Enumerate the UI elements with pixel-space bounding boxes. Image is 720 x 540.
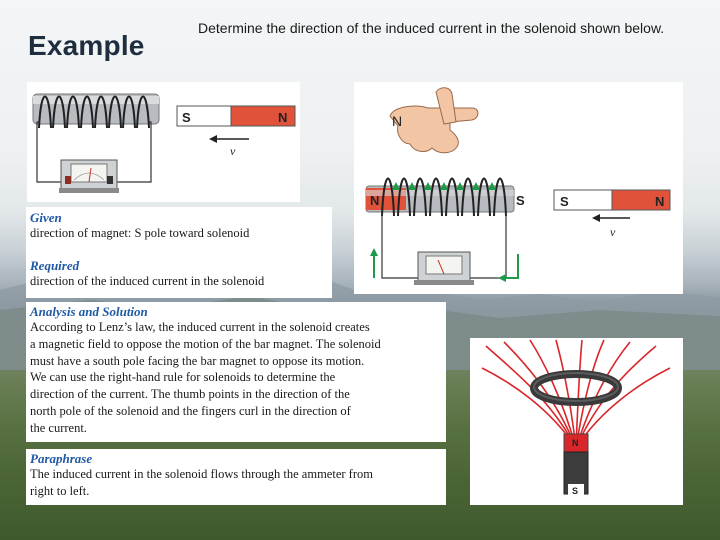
rhr-magnet-s-label: S [560,194,569,209]
analysis-line: We can use the right-hand rule for solen… [30,370,336,385]
paraphrase-panel: Paraphrase The induced current in the so… [26,449,446,505]
paraphrase-heading: Paraphrase [30,451,93,466]
given-required-panel: Given direction of magnet: S pole toward… [26,207,332,298]
analysis-line: a magnetic field to oppose the motion of… [30,336,381,351]
slide-title: Example [28,30,145,61]
paraphrase-line: The induced current in the solenoid flow… [30,467,373,481]
solenoid-s-label: S [516,193,525,208]
problem-prompt: Determine the direction of the induced c… [198,20,665,36]
rhr-velocity-label: v [610,225,616,239]
analysis-panel: Analysis and Solution According to Lenz’… [26,302,446,442]
paraphrase-line: right to left. [30,483,90,498]
given-text: direction of magnet: S pole toward solen… [30,226,250,240]
velocity-label: v [230,144,236,158]
required-heading: Required [30,257,80,273]
given-heading: Given [30,210,62,225]
hand-icon [389,87,479,154]
analysis-line: must have a south pole facing the bar ma… [30,353,365,368]
analysis-heading: Analysis and Solution [30,304,148,319]
analysis-line: north pole of the solenoid and the finge… [30,403,351,418]
analysis-line: the current. [30,420,87,435]
hand-n-label: N [392,113,402,129]
ring-magnet-n-label: N [572,438,579,448]
magnet-s-label: S [182,110,191,125]
ring-field-figure: N S [470,338,683,505]
right-hand-rule-figure: N N S [354,82,683,294]
solenoid-n-label: N [370,193,379,208]
magnet-n-label: N [278,110,287,125]
analysis-line: direction of the current. The thumb poin… [30,387,350,402]
solenoid-circuit-figure: S N v [27,82,300,202]
ring-magnet-s-label: S [572,486,578,496]
required-text: direction of the induced current in the … [30,273,265,288]
analysis-line: According to Lenz’s law, the induced cur… [30,320,370,334]
rhr-magnet-n-label: N [655,194,664,209]
